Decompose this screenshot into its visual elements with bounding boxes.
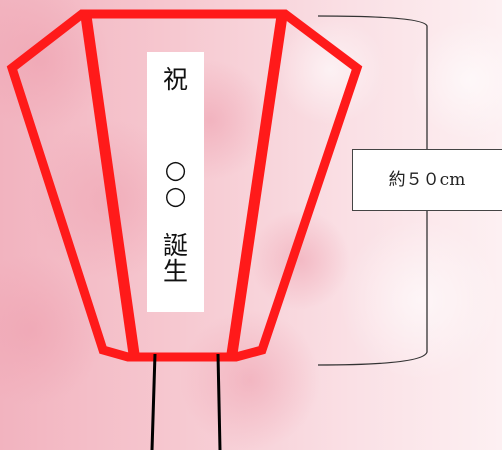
lantern-handle — [150, 353, 222, 450]
lantern-right-rib — [226, 15, 288, 355]
dimension-label-box: 約５０cm — [352, 149, 502, 211]
celebration-banner: 祝 ○ ○ 誕 生 — [147, 52, 204, 312]
lantern-left-rib — [80, 15, 140, 355]
banner-char-1: 祝 — [162, 65, 188, 94]
banner-char-3: ○ — [164, 181, 187, 210]
banner-char-5: 生 — [162, 257, 188, 286]
lantern-outer-frame — [6, 9, 363, 362]
dimension-label: 約５０cm — [388, 170, 466, 190]
banner-char-2: ○ — [164, 155, 187, 184]
banner-char-4: 誕 — [162, 231, 188, 260]
lantern-frame — [6, 9, 363, 362]
